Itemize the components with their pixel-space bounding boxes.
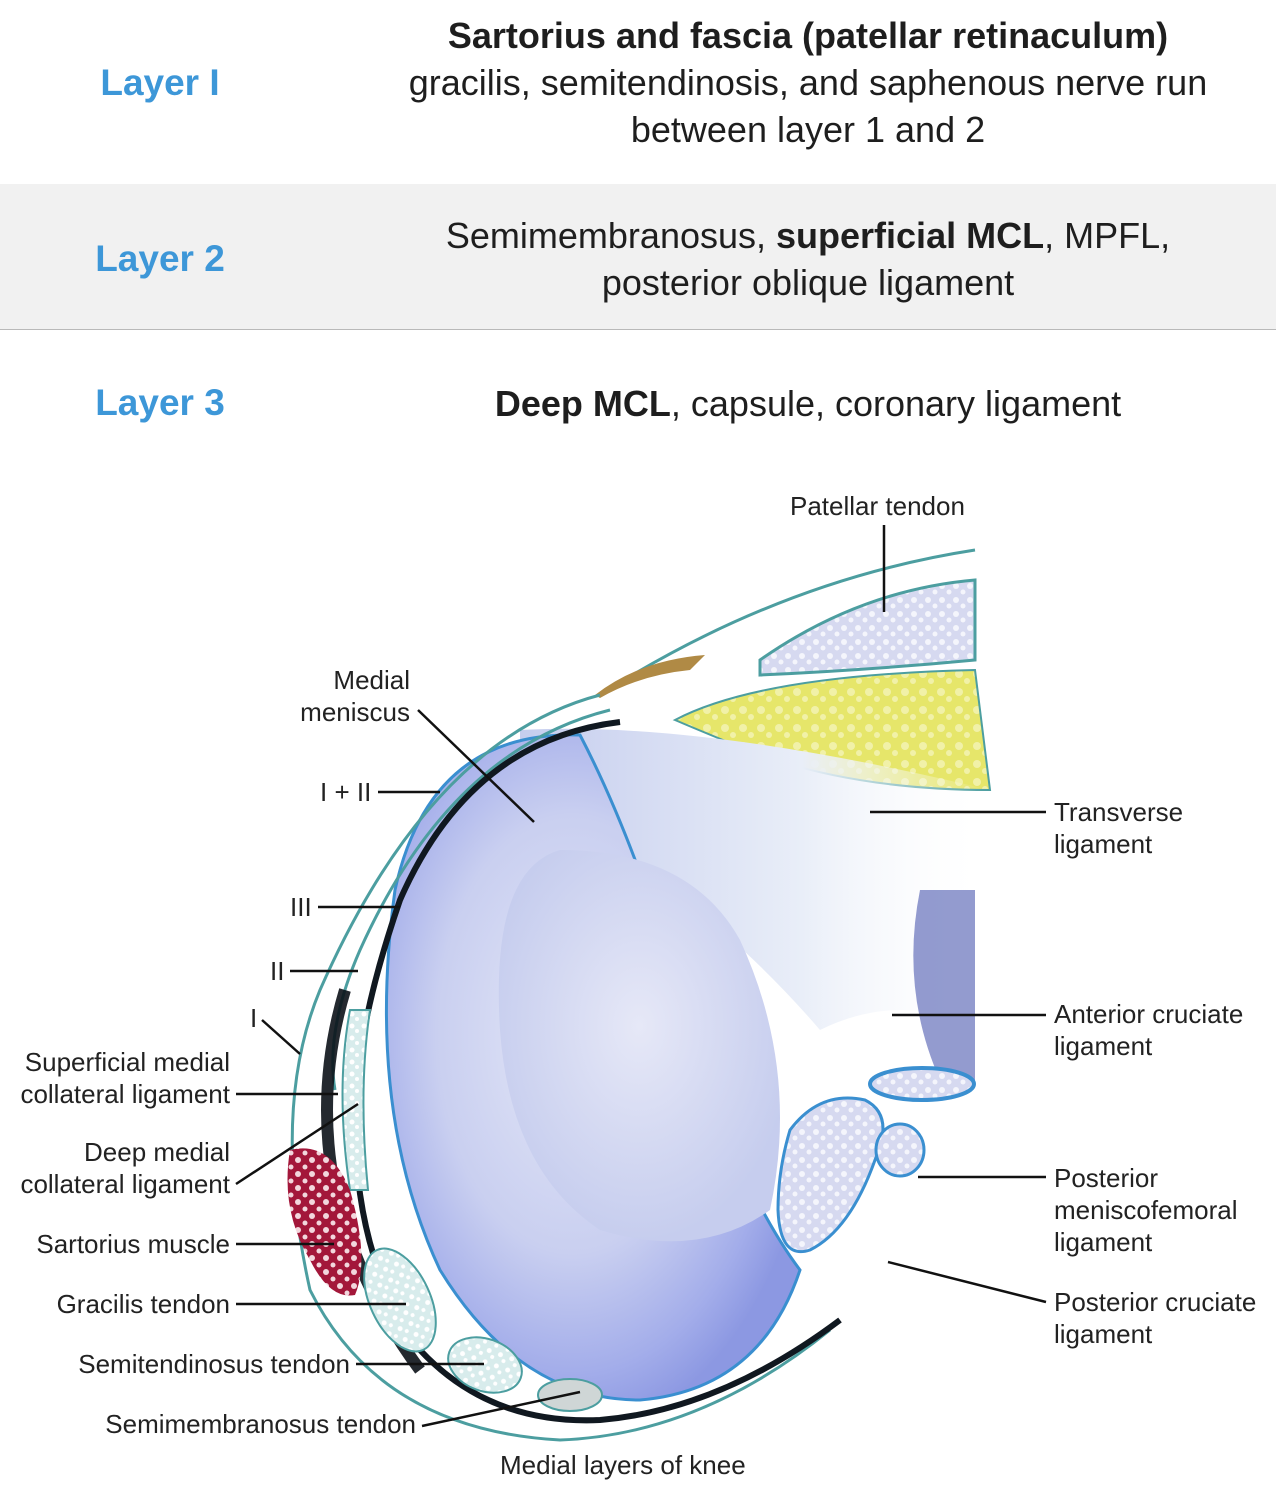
layer-3-part-1-bold: Deep MCL — [494, 383, 671, 424]
layer-2-row: Layer 2 Semimembranosus, superficial MCL… — [0, 184, 1276, 330]
label-semimembranosus-tendon: Semimembranosus tendon — [105, 1409, 416, 1439]
label-gracilis-tendon: Gracilis tendon — [56, 1289, 230, 1319]
label-superficial-mcl-line-2: collateral ligament — [20, 1079, 230, 1109]
gracilis-tendon-shape — [363, 1247, 437, 1353]
label-medial-meniscus-line-2: meniscus — [300, 697, 410, 727]
sartorius-muscle-shape — [287, 1148, 362, 1296]
knee-diagram: Patellar tendon Medial meniscus I + II I… — [0, 470, 1276, 1490]
layer-3-part-2: , capsule, coronary ligament — [670, 383, 1122, 424]
label-pcl-line-1: Posterior cruciate — [1054, 1287, 1257, 1317]
posterior-dark-shadow — [913, 890, 975, 1080]
layer-2-description: Semimembranosus, superficial MCL, MPFL, … — [340, 212, 1276, 306]
layer-3-label: Layer 3 — [95, 382, 225, 423]
layer-3-capsule — [351, 719, 842, 1424]
pcl-cross-section — [776, 1096, 885, 1253]
label-pmfl-line-1: Posterior — [1054, 1163, 1159, 1193]
label-pmfl-line-3: ligament — [1054, 1227, 1153, 1257]
pmfl-cross-section — [874, 1122, 926, 1178]
label-layer-2: II — [270, 956, 285, 986]
label-semitendinosus-tendon: Semitendinosus tendon — [78, 1349, 350, 1379]
label-deep-mcl-line-2: collateral ligament — [20, 1169, 230, 1199]
outer-membrane-top — [599, 548, 976, 697]
layer-1-description: Sartorius and fascia (patellar retinacul… — [340, 12, 1276, 153]
patellar-tendon-shape — [758, 578, 977, 677]
label-layer-3: III — [290, 892, 312, 922]
label-layer-1-2: I + II — [320, 777, 372, 807]
layer-2-line-2: posterior oblique ligament — [601, 262, 1015, 303]
layer-1-membrane — [290, 693, 831, 1442]
leader-pcl — [887, 1260, 1047, 1304]
label-acl-line-1: Anterior cruciate — [1054, 999, 1244, 1029]
layer-3-description: Deep MCL, capsule, coronary ligament — [340, 380, 1276, 427]
leader-lines — [235, 525, 1047, 1428]
brown-fold — [595, 655, 705, 698]
leader-layer-1 — [261, 1019, 301, 1055]
semitendinosus-tendon-shape — [447, 1336, 523, 1394]
layer-1-label: Layer I — [100, 62, 220, 103]
layer-3-row: Layer 3 Deep MCL, capsule, coronary liga… — [0, 330, 1276, 470]
layer-2-part-1: Semimembranosus, — [445, 215, 777, 256]
label-pcl-line-2: ligament — [1054, 1319, 1153, 1349]
label-patellar-tendon: Patellar tendon — [790, 491, 965, 521]
label-sartorius-muscle: Sartorius muscle — [36, 1229, 230, 1259]
tibial-plateau-shape — [498, 850, 780, 1242]
leader-deep-mcl — [235, 1102, 359, 1186]
superficial-mcl-shape — [341, 1009, 372, 1191]
label-transverse-ligament-line-2: ligament — [1054, 829, 1153, 859]
leader-medial-meniscus — [417, 709, 535, 823]
acl-cross-section — [868, 1066, 976, 1102]
label-acl-line-2: ligament — [1054, 1031, 1153, 1061]
label-deep-mcl-line-1: Deep medial — [84, 1137, 230, 1167]
label-layer-1: I — [250, 1003, 258, 1033]
label-medial-meniscus-line-1: Medial — [333, 665, 410, 695]
layer-2-part-2-bold: superficial MCL — [776, 215, 1045, 256]
label-pmfl-line-2: meniscofemoral — [1054, 1195, 1238, 1225]
transverse-fibers — [520, 728, 990, 1030]
layer-1-line-2: gracilis, semitendinosis, and saphenous … — [408, 62, 1208, 103]
layer-2-part-3: , MPFL, — [1044, 215, 1171, 256]
knee-illustration — [235, 525, 1047, 1442]
leader-semimembranosus — [421, 1390, 581, 1428]
layer-1-bold-line: Sartorius and fascia (patellar retinacul… — [447, 15, 1169, 56]
layer-1-line-3: between layer 1 and 2 — [630, 109, 986, 150]
label-transverse-ligament-line-1: Transverse — [1054, 797, 1184, 827]
figure-caption: Medial layers of knee — [500, 1450, 746, 1480]
layer-2-label: Layer 2 — [95, 238, 225, 279]
layer-1-row: Layer I Sartorius and fascia (patellar r… — [0, 0, 1276, 184]
label-superficial-mcl-line-1: Superficial medial — [24, 1047, 230, 1077]
